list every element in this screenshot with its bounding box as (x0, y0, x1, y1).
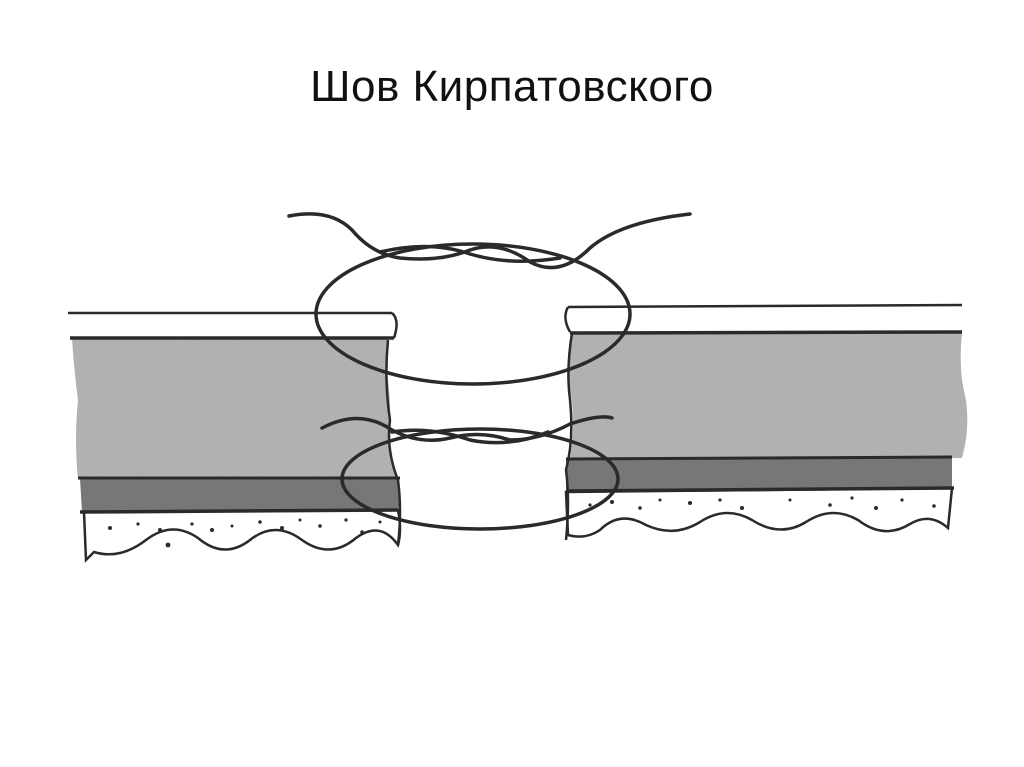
left-dense-layer (80, 478, 400, 512)
right-tissue (564, 303, 968, 541)
left-speckles (108, 518, 382, 548)
right-loose-layer (564, 486, 954, 538)
right-connective-layer (569, 333, 968, 460)
right-dense-layer (566, 458, 952, 492)
right-speckles (588, 496, 936, 510)
left-loose-layer (82, 508, 402, 563)
left-connective-layer (72, 339, 398, 478)
lower-suture (320, 415, 620, 531)
left-tissue (68, 311, 402, 563)
slide-title: Шов Кирпатовского (310, 62, 714, 111)
upper-suture (287, 212, 692, 386)
